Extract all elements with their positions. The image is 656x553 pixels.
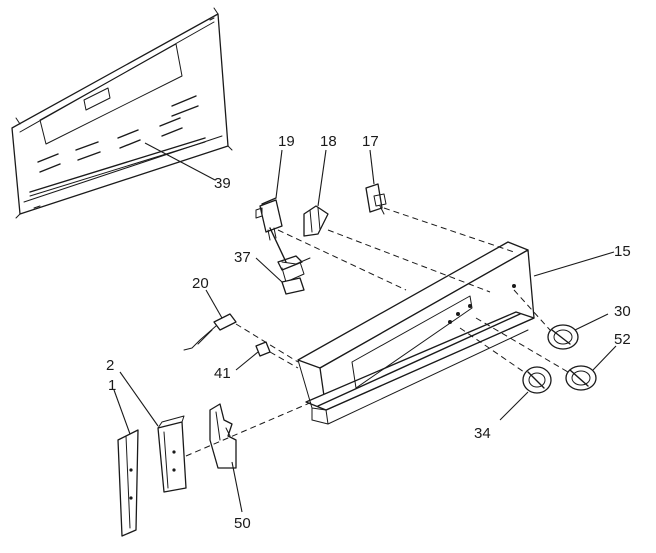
leader-20: [205, 289, 223, 319]
part-52-knob: [565, 365, 597, 391]
part-19-switch: [255, 197, 283, 241]
callout-17: 17: [362, 133, 379, 150]
callout-37: 37: [234, 249, 251, 266]
callout-34: 34: [474, 425, 491, 442]
leader-19: [275, 149, 283, 199]
part-2-end-cap: [157, 415, 187, 493]
leader-30: [574, 313, 609, 331]
callout-39: 39: [214, 175, 231, 192]
callout-18: 18: [320, 133, 337, 150]
callout-15: 15: [614, 243, 631, 260]
callout-19: 19: [278, 133, 295, 150]
part-17-switch: [365, 183, 387, 215]
leader-50: [231, 461, 243, 513]
part-15-control-panel: [297, 241, 535, 425]
leader-34: [499, 391, 529, 421]
callout-20: 20: [192, 275, 209, 292]
part-30-knob: [547, 324, 579, 350]
part-39-back-panel: [11, 7, 233, 219]
callout-30: 30: [614, 303, 631, 320]
part-34-knob: [522, 366, 552, 394]
leader-15: [533, 251, 615, 277]
assembly-lines: [185, 207, 569, 457]
callout-50: 50: [234, 515, 251, 532]
part-41-grommet: [255, 341, 271, 357]
callout-labels: 39 19 18 17 15 37 20 30 52 41 2 1 34 50: [106, 133, 631, 532]
part-50-bracket: [209, 403, 237, 469]
part-18-switch: [303, 205, 329, 237]
leader-41: [235, 351, 259, 371]
callout-52: 52: [614, 331, 631, 348]
part-20-indicator-light: [183, 313, 237, 351]
callout-2: 2: [106, 357, 114, 374]
part-37-bracket: [269, 227, 311, 295]
callout-41: 41: [214, 365, 231, 382]
leader-39: [144, 142, 216, 181]
leader-1: [113, 389, 131, 435]
leader-18: [317, 149, 327, 207]
leader-52: [592, 345, 617, 371]
part-1-side-trim: [117, 429, 139, 537]
leader-17: [369, 149, 375, 185]
callout-1: 1: [108, 377, 116, 394]
leader-37: [255, 257, 283, 283]
leader-2: [119, 371, 159, 427]
